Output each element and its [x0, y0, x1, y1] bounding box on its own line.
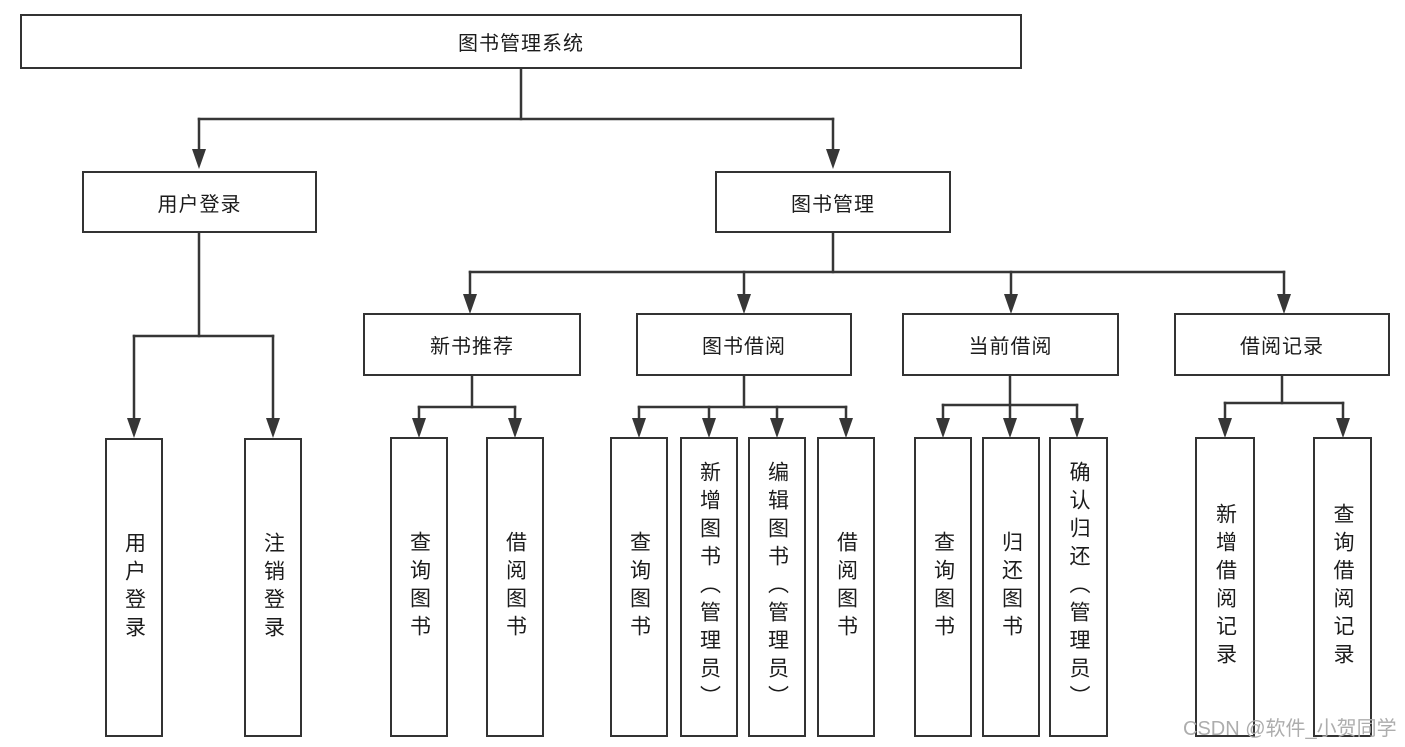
leaf-borrow-borrow-label: 借阅图书: [834, 531, 858, 643]
leaf-current-confirm-admin: 确认归还（管理员）: [1049, 437, 1108, 737]
leaf-record-query: 查询借阅记录: [1313, 437, 1372, 737]
leaf-borrow-add-admin-label: 新增图书（管理员）: [697, 461, 721, 713]
leaf-borrow-borrow: 借阅图书: [817, 437, 875, 737]
node-current-borrow: 当前借阅: [902, 313, 1119, 376]
node-user-login: 用户登录: [82, 171, 317, 233]
leaf-newbook-borrow: 借阅图书: [486, 437, 544, 737]
leaf-logout: 注销登录: [244, 438, 302, 737]
leaf-borrow-edit-admin-label: 编辑图书（管理员）: [765, 461, 789, 713]
leaf-newbook-borrow-label: 借阅图书: [503, 531, 527, 643]
leaf-user-login: 用户登录: [105, 438, 163, 737]
watermark: CSDN @软件_小贺同学: [1183, 718, 1397, 740]
node-user-login-label: 用户登录: [157, 193, 242, 216]
leaf-user-login-label: 用户登录: [122, 531, 146, 644]
node-borrow-records-label: 借阅记录: [1240, 336, 1324, 358]
leaf-current-return: 归还图书: [982, 437, 1040, 737]
leaf-current-query: 查询图书: [914, 437, 972, 737]
leaf-borrow-add-admin: 新增图书（管理员）: [680, 437, 738, 737]
leaf-newbook-query-label: 查询图书: [407, 531, 431, 643]
leaf-current-confirm-admin-label: 确认归还（管理员）: [1067, 461, 1090, 713]
node-current-borrow-label: 当前借阅: [968, 336, 1053, 358]
leaf-logout-label: 注销登录: [261, 531, 285, 644]
node-book-borrow: 图书借阅: [636, 313, 852, 376]
node-new-book-recommend: 新书推荐: [363, 313, 581, 376]
node-root: 图书管理系统: [20, 14, 1022, 69]
node-book-management-label: 图书管理: [791, 193, 875, 216]
leaf-borrow-query-label: 查询图书: [627, 531, 651, 643]
leaf-borrow-query: 查询图书: [610, 437, 668, 737]
leaf-current-query-label: 查询图书: [931, 531, 955, 643]
node-book-management: 图书管理: [715, 171, 951, 233]
node-book-borrow-label: 图书借阅: [702, 336, 786, 358]
node-root-label: 图书管理系统: [458, 33, 584, 55]
leaf-record-add: 新增借阅记录: [1195, 437, 1255, 737]
leaf-record-query-label: 查询借阅记录: [1331, 503, 1354, 671]
leaf-record-add-label: 新增借阅记录: [1213, 503, 1237, 671]
leaf-newbook-query: 查询图书: [390, 437, 448, 737]
leaf-current-return-label: 归还图书: [999, 531, 1023, 643]
node-borrow-records: 借阅记录: [1174, 313, 1390, 376]
node-new-book-recommend-label: 新书推荐: [430, 336, 514, 358]
leaf-borrow-edit-admin: 编辑图书（管理员）: [748, 437, 806, 737]
